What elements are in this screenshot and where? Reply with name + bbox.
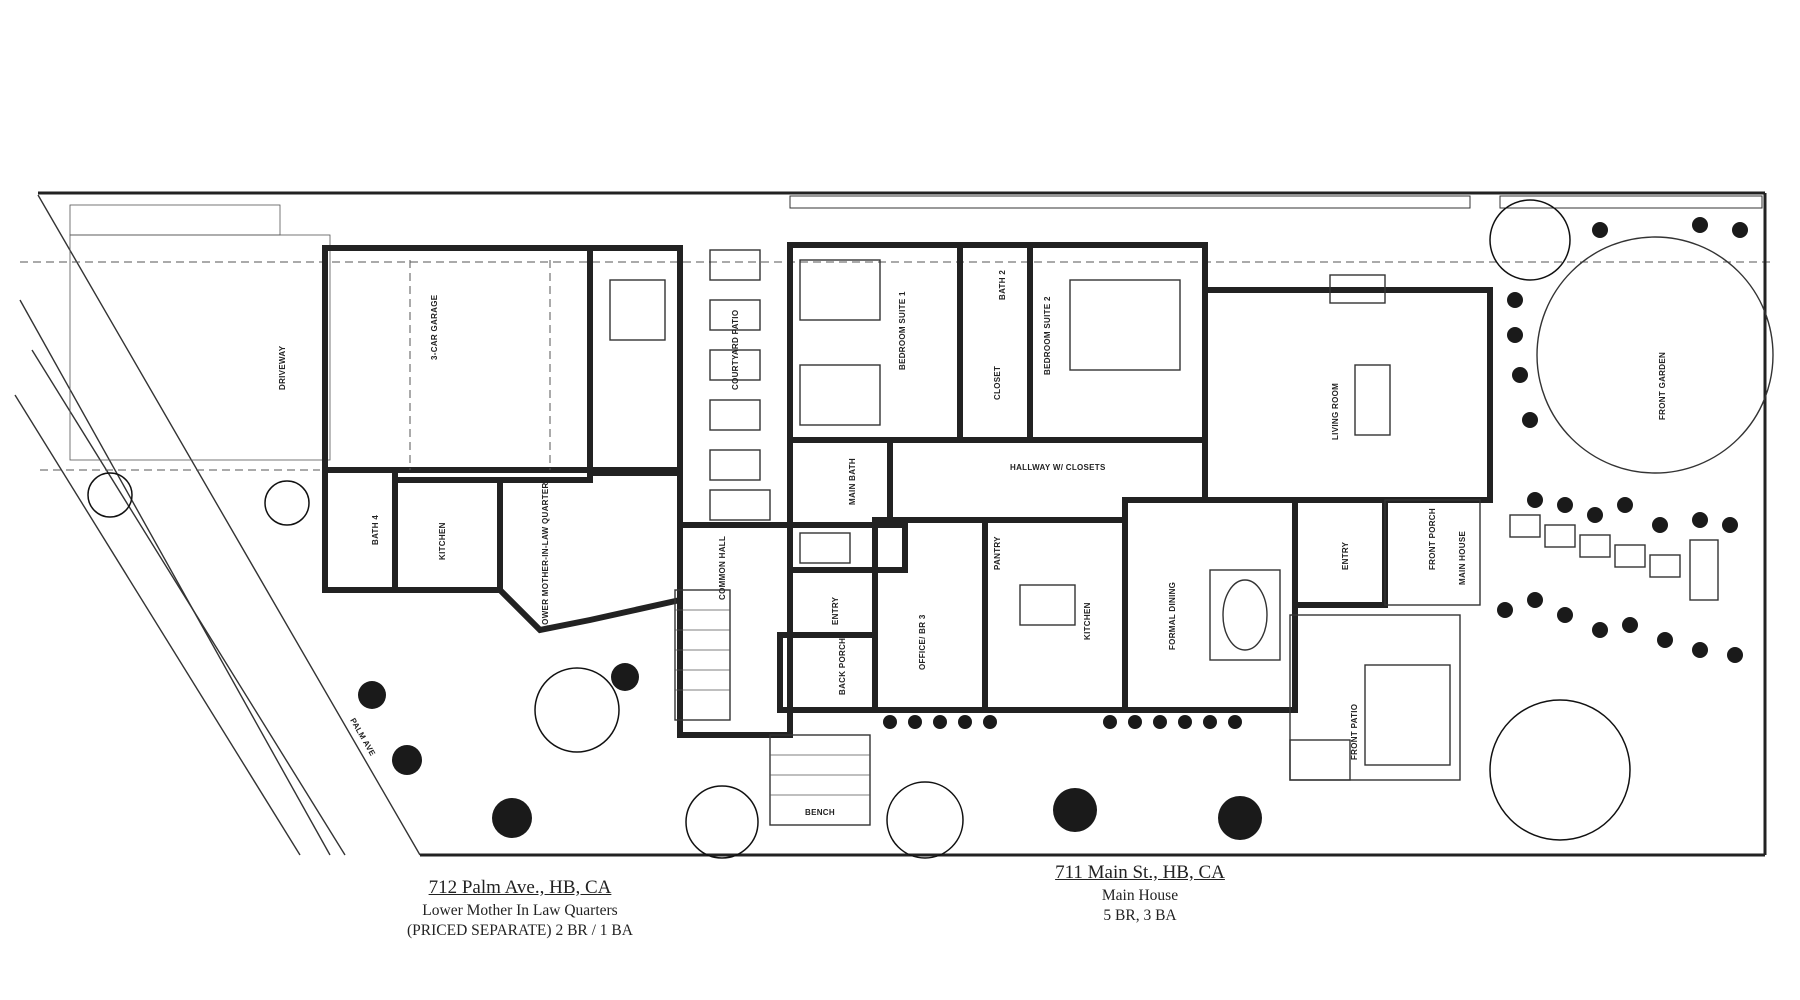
entry-front-label: ENTRY [1341, 541, 1350, 570]
living-room-label: LIVING ROOM [1331, 383, 1340, 440]
caption-main-line2: 5 BR, 3 BA [1103, 907, 1177, 924]
bath2-label: BATH 2 [998, 270, 1007, 300]
front-patio-label: FRONT PATIO [1350, 704, 1359, 760]
caption-lower-line2: (PRICED SEPARATE) 2 BR / 1 BA [407, 922, 633, 939]
courtyard: COURTYARD PATIO [709, 249, 771, 521]
hallway-label: HALLWAY W/ CLOSETS [1010, 463, 1106, 472]
hedge-dots [883, 217, 1748, 729]
main-bath-label: MAIN BATH [848, 458, 857, 505]
garage-label: 3-CAR GARAGE [430, 294, 439, 360]
bedroom-suite2-label: BEDROOM SUITE 2 [1043, 296, 1052, 375]
kitchen-lower-label: KITCHEN [438, 522, 447, 560]
front-porch-label: FRONT PORCH [1428, 508, 1437, 570]
stairs: BENCH [674, 589, 871, 826]
caption-lower-quarters: 712 Palm Ave., HB, CA Lower Mother In La… [360, 877, 680, 941]
caption-lower-line1: Lower Mother In Law Quarters [422, 902, 618, 919]
landscaping [87, 199, 1748, 859]
lower-quarters: BATH 4 KITCHEN LOWER MOTHER-IN-LAW QUART… [322, 245, 683, 634]
caption-main-house: 711 Main St., HB, CA Main House 5 BR, 3 … [1000, 862, 1280, 926]
caption-main-line1: Main House [1101, 887, 1179, 904]
courtyard-label: COURTYARD PATIO [731, 310, 740, 390]
common-hall-label: COMMON HALL [718, 536, 727, 600]
office-label: OFFICE/ BR 3 [918, 614, 927, 670]
front-garden-label: FRONT GARDEN [1658, 352, 1667, 420]
palm-ave-label: PALM AVE [348, 717, 377, 758]
garage: 3-CAR GARAGE DRIVEWAY [69, 204, 593, 473]
back-porch-label: BACK PORCH [838, 638, 847, 695]
formal-dining-label: FORMAL DINING [1168, 582, 1177, 650]
driveway-label: DRIVEWAY [278, 345, 287, 390]
lot-boundary [38, 191, 1767, 857]
main-house-label: MAIN HOUSE [1458, 531, 1467, 585]
entry-side-label: ENTRY [831, 596, 840, 625]
pantry-label: PANTRY [993, 536, 1002, 570]
bedroom-suite1-label: BEDROOM SUITE 1 [898, 291, 907, 370]
bath4-label: BATH 4 [371, 515, 380, 545]
closet-label: CLOSET [993, 366, 1002, 400]
round-shrubs [358, 663, 1262, 840]
street-lines [14, 194, 1770, 856]
lower-quarters-label: LOWER MOTHER-IN-LAW QUARTERS [541, 476, 550, 630]
address-main: 711 Main St., HB, CA [1055, 862, 1225, 883]
bench-label: BENCH [805, 808, 835, 817]
trees [87, 199, 1631, 859]
main-house: BEDROOM SUITE 1 BATH 2 CLOSET BEDROOM SU… [677, 242, 1493, 738]
address-palm: 712 Palm Ave., HB, CA [428, 877, 612, 898]
kitchen-main-label: KITCHEN [1083, 602, 1092, 640]
